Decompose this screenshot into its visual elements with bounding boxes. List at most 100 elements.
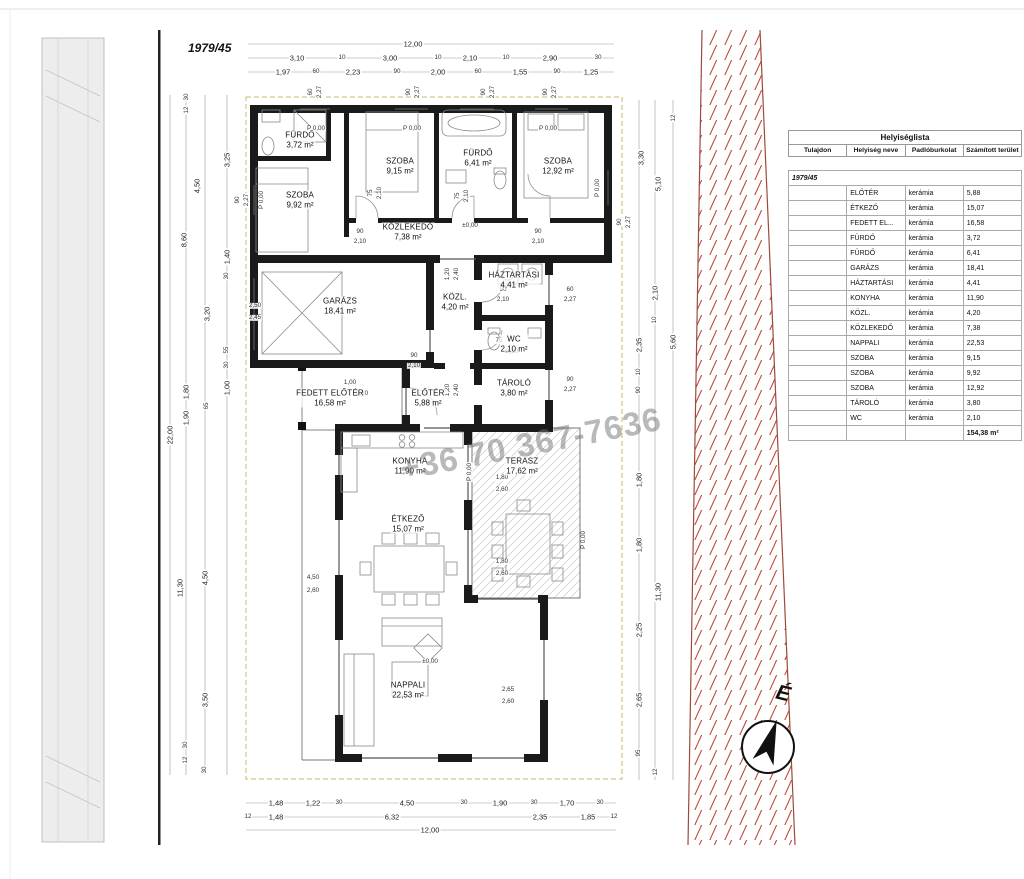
dimension-label: 3,20 — [202, 305, 212, 323]
terrace-area — [471, 427, 581, 599]
dimension-label: 90 — [615, 217, 624, 227]
dimension-label: P 0,00 — [257, 189, 266, 211]
dimension-label: 3,00 — [381, 53, 399, 63]
windows — [253, 108, 609, 759]
dimension-label: 3,50 — [200, 691, 210, 709]
dimension-label: 1,90 — [491, 798, 509, 808]
dimension-label: 75 — [366, 188, 375, 198]
dimension-label: 2,40 — [452, 382, 461, 398]
dimension-label: 2,50 — [247, 301, 263, 310]
dimension-label: 90 — [552, 67, 562, 76]
dimension-label: P 0,00 — [401, 124, 423, 133]
dimension-label: 4,50 — [200, 569, 210, 587]
dimension-label: 2,60 — [500, 697, 516, 706]
room-table-title: Helyiséglista — [788, 130, 1022, 145]
dimension-label: 60 — [306, 87, 315, 97]
dimension-label: 8,60 — [179, 231, 189, 249]
dimension-label: 2,60 — [494, 569, 510, 578]
dimension-label: 30 — [334, 798, 344, 807]
dimension-label: 2,27 — [550, 84, 559, 100]
dimension-label: 90 — [634, 385, 643, 395]
dimension-label: 2,35 — [531, 812, 549, 822]
dimension-label: 2,40 — [452, 266, 461, 282]
room-table-header: Helyiséglista Tulajdon Helyiség neve Pad… — [787, 130, 1023, 157]
dimension-label: 12 — [181, 755, 190, 765]
dimension-label: 5,60 — [668, 333, 678, 351]
dimension-label: 1,80 — [181, 383, 191, 401]
dimension-label: 1,80 — [634, 471, 644, 489]
dimension-label: 60 — [311, 67, 321, 76]
dimension-label: ±0,00 — [421, 657, 439, 666]
dimension-label: 10 — [634, 367, 643, 377]
dimension-label: 1,80 — [494, 557, 510, 566]
dimension-label: P 0,00 — [537, 124, 559, 133]
dimension-label: 10 — [433, 53, 443, 62]
total-area: 154,38 m² — [962, 425, 1023, 441]
furniture — [255, 109, 589, 747]
dimension-label: 2,23 — [344, 67, 362, 77]
dimension-label: 4,50 — [192, 177, 202, 195]
dimension-label: 12 — [243, 812, 253, 821]
dimension-label: 90 — [479, 87, 488, 97]
dimension-label: 2,27 — [488, 84, 497, 100]
dimension-label: 1,80 — [494, 473, 510, 482]
dimension-label: 1,48 — [267, 812, 285, 822]
dimension-label: 2,25 — [634, 621, 644, 639]
dimension-label: 22,00 — [165, 424, 175, 446]
dimension-label: 2,00 — [429, 67, 447, 77]
dimension-label: 2,45 — [247, 313, 263, 322]
col-header-flooring: Padlóburkolat — [904, 144, 964, 157]
dimension-label: 2,27 — [562, 385, 578, 394]
dimension-label: 2,27 — [624, 214, 633, 230]
room-table-total-row: 154,38 m² — [787, 425, 1023, 441]
north-compass — [741, 720, 795, 774]
dimension-label: 90 — [404, 87, 413, 97]
dimension-label: P 0,00 — [579, 529, 588, 551]
col-header-owner: Tulajdon — [787, 144, 848, 157]
dimension-lines — [169, 43, 674, 831]
dimension-label: 2,35 — [634, 336, 644, 354]
dimension-label: 2,10 — [352, 237, 368, 246]
sheet-frame — [0, 8, 1024, 879]
dimension-label: 2,10 — [461, 53, 479, 63]
group-plot-number: 1979/45 — [788, 170, 1022, 186]
dimension-label: 60 — [565, 285, 575, 294]
dimension-label: 1,48 — [267, 798, 285, 808]
dimension-label: 1,00 — [222, 379, 232, 397]
dimension-label: 30 — [459, 798, 469, 807]
dimension-label: 90 — [533, 227, 543, 236]
dimension-label: 30 — [529, 798, 539, 807]
dimension-label: 2,27 — [315, 84, 324, 100]
col-header-room-name: Helyiség neve — [846, 144, 906, 157]
dimension-label: 90 — [355, 227, 365, 236]
dimension-label: 55 — [222, 345, 231, 355]
room-list-table: Helyiséglista Tulajdon Helyiség neve Pad… — [787, 130, 1023, 441]
dimension-label: 60 — [473, 67, 483, 76]
dimension-label: 12 — [182, 105, 191, 115]
dimension-label: 3,25 — [222, 151, 232, 169]
dimension-label: 2,90 — [541, 53, 559, 63]
dimension-label: P 0,00 — [593, 177, 602, 199]
